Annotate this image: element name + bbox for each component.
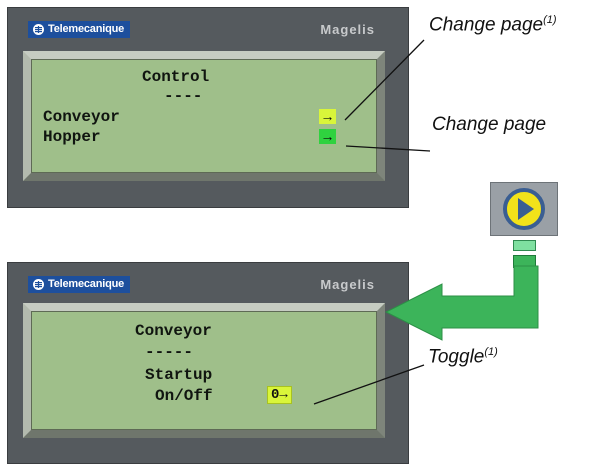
callout-toggle: Toggle(1) (428, 346, 498, 368)
model-name: Magelis (320, 22, 375, 37)
bezel-frame (23, 303, 385, 438)
callout-text: Toggle (428, 346, 485, 368)
hopper-page-arrow-button[interactable]: → (319, 128, 336, 144)
bottom-terminal-panel: Telemecanique Magelis Conveyor ----- Sta… (7, 262, 409, 464)
toggle-value: 0 (271, 387, 280, 403)
on-off-label: On/Off (155, 387, 213, 405)
callout-footnote: (1) (543, 14, 557, 26)
lcd-bezel: Conveyor ----- Startup On/Off 0 → (23, 303, 385, 438)
screen-separator: ---- (164, 87, 203, 105)
callout-line-change-page-2 (345, 145, 431, 152)
play-key[interactable] (490, 182, 558, 236)
indicator-key-upper (513, 240, 536, 251)
brand-badge: Telemecanique (28, 21, 131, 38)
toggle-arrow-icon: → (279, 387, 288, 403)
callout-footnote: (1) (484, 346, 498, 358)
lcd-bezel: Control ---- Conveyor Hopper → → (23, 51, 385, 181)
brand-name: Telemecanique (48, 278, 125, 290)
screen-title: Control (142, 68, 210, 86)
play-circle-icon (503, 188, 545, 230)
callout-line-toggle (313, 364, 425, 405)
brand-logo-icon (33, 279, 44, 290)
lcd-screen: Conveyor ----- Startup On/Off 0 → (31, 311, 377, 430)
callout-change-page-2: Change page (432, 114, 546, 136)
screen-title: Conveyor (135, 322, 212, 340)
startup-label: Startup (145, 366, 213, 384)
on-off-toggle-button[interactable]: 0 → (267, 386, 292, 404)
callout-line-change-page-1 (344, 39, 425, 121)
callout-change-page-1: Change page(1) (429, 14, 557, 36)
screen-separator: ----- (145, 343, 194, 361)
top-terminal-panel: Telemecanique Magelis Control ---- Conve… (7, 7, 409, 208)
conveyor-page-arrow-button[interactable]: → (319, 108, 336, 124)
brand-badge: Telemecanique (28, 276, 131, 293)
brand-name: Telemecanique (48, 23, 125, 35)
menu-item-hopper[interactable]: Hopper (43, 128, 101, 146)
lcd-screen: Control ---- Conveyor Hopper → → (31, 59, 377, 173)
menu-item-conveyor[interactable]: Conveyor (43, 108, 120, 126)
brand-logo-icon (33, 24, 44, 35)
callout-text: Change page (429, 14, 544, 36)
model-name: Magelis (320, 277, 375, 292)
bezel-frame (23, 51, 385, 181)
callout-text: Change page (432, 114, 547, 135)
